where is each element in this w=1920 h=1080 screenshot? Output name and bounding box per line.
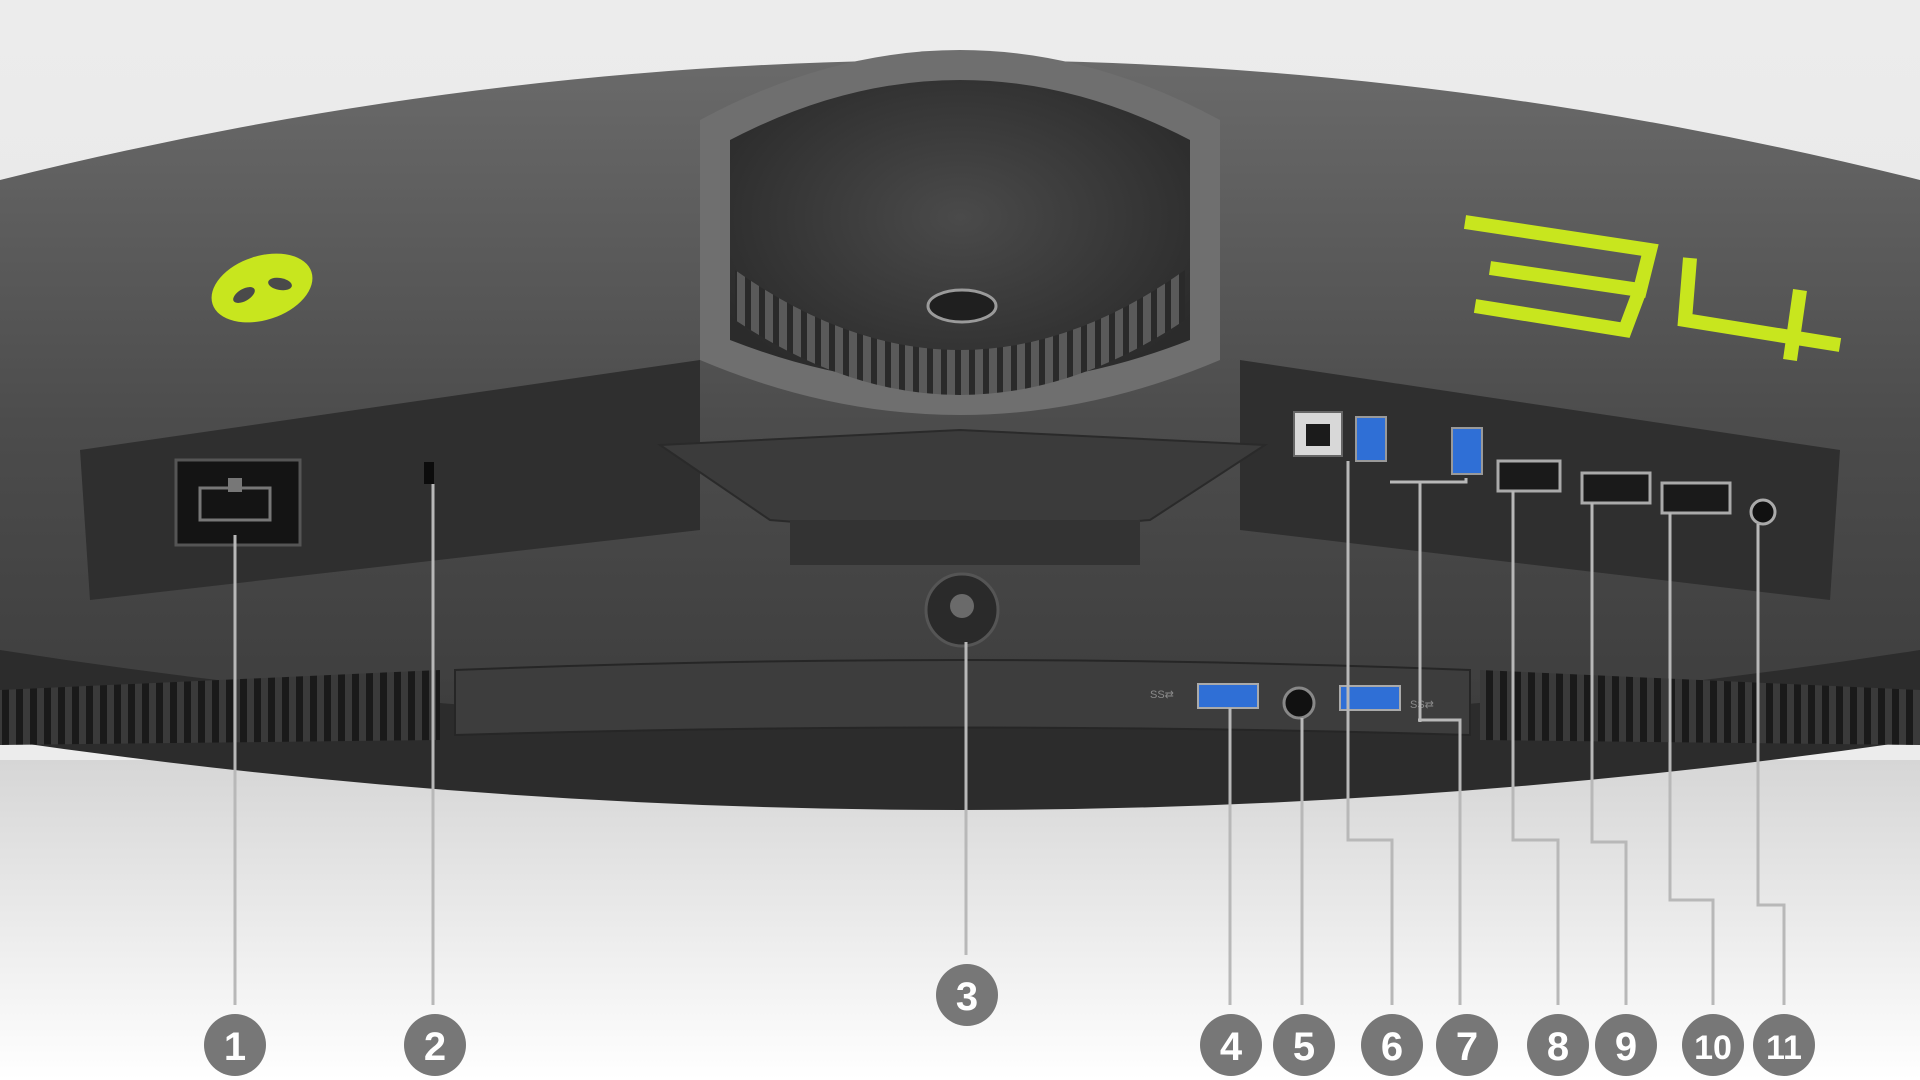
usb-b-upstream-port [1293, 411, 1343, 457]
audio-line-out-port [1749, 498, 1777, 526]
floor [0, 760, 1920, 1080]
callout-9-label: 9 [1615, 1025, 1637, 1069]
port-label-front-right: SS⇄ [1410, 699, 1434, 711]
callout-5-label: 5 [1293, 1025, 1315, 1069]
callout-7: 7 [1436, 1014, 1498, 1076]
displayport-1 [1580, 471, 1652, 505]
callout-4: 4 [1200, 1014, 1262, 1076]
callouts: 1 2 3 4 5 6 7 8 [204, 964, 1815, 1076]
stand-lock-button-center [950, 594, 974, 618]
usb-a-front-port-1 [1197, 683, 1259, 709]
rear-ports [1293, 411, 1777, 526]
usb-a-front-port-2 [1339, 685, 1401, 711]
callout-6: 6 [1361, 1014, 1423, 1076]
monitor-shell [0, 60, 1920, 790]
callout-6-label: 6 [1381, 1025, 1403, 1069]
stand-pivot [926, 288, 998, 324]
monitor-bottom-rim [0, 650, 1920, 810]
hdmi-port [1496, 459, 1562, 493]
callout-9: 9 [1595, 1014, 1657, 1076]
cable-holder-lip [790, 520, 1140, 565]
callout-4-label: 4 [1220, 1025, 1243, 1069]
callout-10-label: 10 [1694, 1029, 1732, 1067]
power-port [174, 458, 302, 547]
model-number-34 [1463, 215, 1842, 361]
usb-a-rear-port-2 [1451, 427, 1483, 475]
callout-11-label: 11 [1766, 1029, 1802, 1067]
callout-2-label: 2 [424, 1025, 446, 1069]
port-label-front-left: SS⇄ [1150, 689, 1174, 701]
callout-3: 3 [936, 964, 998, 1026]
leader-lines [233, 461, 1786, 1005]
stand-mount-inner [730, 80, 1190, 385]
front-port-strip [454, 659, 1471, 737]
front-ports [1197, 683, 1401, 720]
callout-10: 10 [1682, 1014, 1744, 1076]
callout-7-label: 7 [1456, 1025, 1478, 1069]
headphone-jack [1282, 686, 1316, 720]
vent-left [0, 670, 440, 745]
displayport-2 [1660, 481, 1732, 515]
usb-a-rear-port-1 [1355, 416, 1387, 462]
cable-holder [656, 428, 1269, 537]
callout-2: 2 [404, 1014, 466, 1076]
callout-3-label: 3 [956, 975, 978, 1019]
callout-8: 8 [1527, 1014, 1589, 1076]
alien-head-icon [211, 253, 313, 323]
callout-11: 11 [1753, 1014, 1815, 1076]
usb-b-upstream-port-inner [1306, 424, 1330, 446]
vent-right [1480, 670, 1920, 745]
callout-5: 5 [1273, 1014, 1335, 1076]
stand-mount-ribs [735, 270, 1185, 395]
callout-8-label: 8 [1547, 1025, 1569, 1069]
callout-1-label: 1 [224, 1025, 246, 1069]
security-lock-slot [424, 462, 434, 484]
callout-1: 1 [204, 1014, 266, 1076]
